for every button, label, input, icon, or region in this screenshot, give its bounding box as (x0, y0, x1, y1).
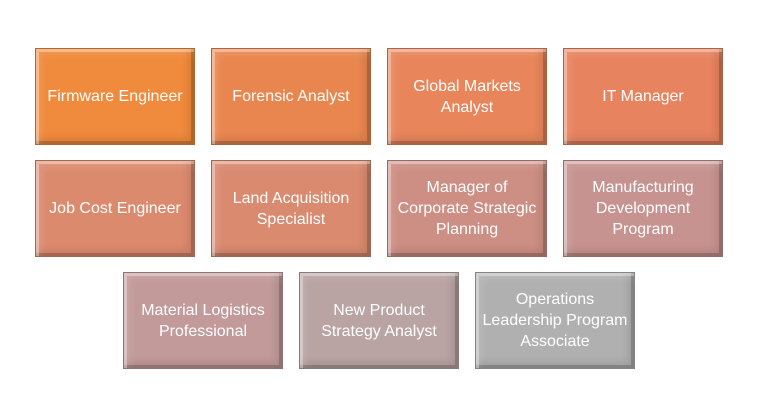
tile-job-cost-engineer: Job Cost Engineer (35, 160, 195, 257)
tile-new-product-strategy-analyst: New Product Strategy Analyst (299, 272, 459, 369)
tile-manager-corporate-strategic-planning: Manager of Corporate Strategic Planning (387, 160, 547, 257)
tile-firmware-engineer: Firmware Engineer (35, 48, 195, 145)
tile-label: Firmware Engineer (47, 88, 183, 105)
tile-label: Global Markets Analyst (413, 77, 521, 116)
tile-label: Manager of Corporate Strategic Planning (397, 179, 537, 238)
tile-land-acquisition-specialist: Land Acquisition Specialist (211, 160, 371, 257)
tile-label: Operations Leadership Program Associate (482, 291, 628, 350)
tile-label: Job Cost Engineer (49, 200, 181, 217)
tile-global-markets-analyst: Global Markets Analyst (387, 48, 547, 145)
tile-label: Manufacturing Development Program (592, 179, 694, 238)
tile-manufacturing-development-program: Manufacturing Development Program (563, 160, 723, 257)
tile-it-manager: IT Manager (563, 48, 723, 145)
tile-label: Land Acquisition Specialist (232, 189, 350, 228)
tile-label: IT Manager (602, 88, 684, 105)
tile-label: Material Logistics Professional (141, 301, 265, 340)
tile-label: New Product Strategy Analyst (321, 301, 437, 340)
tile-forensic-analyst: Forensic Analyst (211, 48, 371, 145)
tile-operations-leadership-program-associate: Operations Leadership Program Associate (475, 272, 635, 369)
tile-label: Forensic Analyst (232, 88, 350, 105)
tile-material-logistics-professional: Material Logistics Professional (123, 272, 283, 369)
